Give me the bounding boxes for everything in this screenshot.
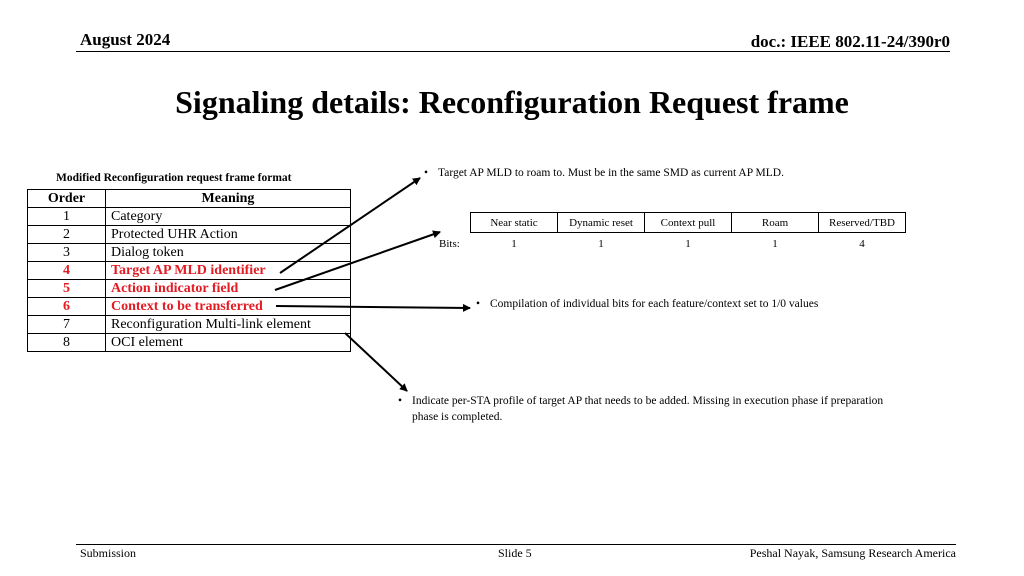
footer-author: Peshal Nayak, Samsung Research America: [749, 546, 956, 560]
bullet-indicate-sta-profile: • Indicate per-STA profile of target AP t…: [398, 393, 958, 425]
arrow-target-ap: [279, 177, 421, 274]
bit-count: 1: [598, 238, 604, 250]
bits-label: Bits:: [439, 238, 460, 250]
bullet-dot-icon: •: [398, 395, 403, 407]
bullet-dot-icon: •: [476, 298, 481, 310]
bullet-dot-icon: •: [424, 167, 429, 179]
table-caption: Modified Reconfiguration request frame f…: [56, 172, 292, 184]
bit-count: 1: [685, 238, 691, 250]
frame-format-table: Order Meaning 1 Category 2 Protected UHR…: [27, 189, 351, 352]
bullet-target-ap: • Target AP MLD to roam to. Must be in th…: [424, 165, 784, 181]
slide-title: Signaling details: Reconfiguration Reque…: [175, 84, 849, 120]
bullet-compilation: • Compilation of individual bits for each…: [476, 296, 818, 312]
bit-count: 4: [859, 238, 865, 250]
header-date: August 2024: [80, 30, 171, 49]
row-order: 8: [27, 333, 106, 352]
bullet-text: Target AP MLD to roam to. Must be in the…: [438, 167, 784, 179]
bit-count: 1: [772, 238, 778, 250]
bit-field-context-pull: Context pull: [644, 212, 732, 233]
bit-field-row: Near static Dynamic reset Context pull R…: [470, 212, 906, 233]
row-meaning: Protected UHR Action: [105, 225, 351, 244]
table-row-highlighted: 6 Context to be transferred: [27, 297, 351, 316]
header-order: Order: [27, 189, 106, 208]
table-row: 2 Protected UHR Action: [27, 225, 351, 244]
table-row: 8 OCI element: [27, 333, 351, 352]
footer-submission: Submission: [80, 546, 137, 560]
row-meaning: OCI element: [105, 333, 351, 352]
footer-slide-number: Slide 5: [498, 546, 532, 560]
bit-count: 1: [511, 238, 517, 250]
bit-field-reserved: Reserved/TBD: [818, 212, 906, 233]
arrow-multilink: [344, 332, 408, 392]
arrow-action-indicator: [274, 230, 441, 291]
bullet-text: Compilation of individual bits for each …: [490, 298, 819, 310]
header-divider: [76, 51, 950, 52]
table-row: 7 Reconfiguration Multi-link element: [27, 315, 351, 334]
row-meaning: Reconfiguration Multi-link element: [105, 315, 351, 334]
bit-field-table: Near static Dynamic reset Context pull R…: [470, 212, 906, 233]
footer-divider: [76, 544, 956, 545]
bit-field-dynamic-reset: Dynamic reset: [557, 212, 645, 233]
bullet-text: Indicate per-STA profile of target AP th…: [412, 395, 884, 407]
arrow-context: [275, 303, 471, 312]
header-doc-id: doc.: IEEE 802.11-24/390r0: [750, 32, 950, 51]
bullet-text-continued: phase is completed.: [412, 411, 503, 423]
